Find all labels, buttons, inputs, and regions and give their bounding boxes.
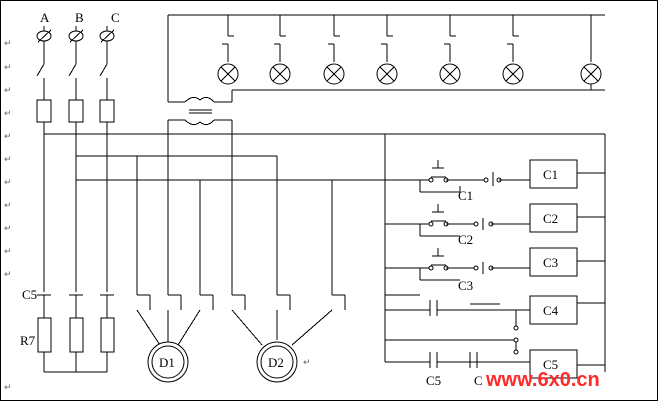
coil-label-c2: C2 (543, 211, 558, 226)
lamp-5 (439, 15, 461, 85)
coil-label-c5: C5 (543, 357, 558, 372)
return-mark: ↵ (4, 247, 12, 257)
control-row-c2 (385, 204, 605, 237)
return-mark: ↵ (4, 63, 12, 73)
motor-d1: D1 (136, 309, 201, 383)
bus-lines (44, 133, 420, 181)
lamp-1 (217, 15, 239, 85)
return-mark: ↵ (4, 86, 12, 96)
contact-label-c1: C1 (458, 188, 473, 203)
return-mark: ↵ (303, 358, 311, 368)
control-row-c1 (419, 160, 605, 193)
lamp-7 (580, 15, 602, 90)
return-mark: ↵ (4, 39, 12, 49)
lamp-2 (269, 15, 291, 85)
phase-label-a: A (40, 10, 50, 25)
watermark: www.6x0.cn (485, 369, 600, 391)
return-mark: ↵ (4, 201, 12, 211)
lamp-6 (502, 15, 524, 85)
return-mark: ↵ (4, 132, 12, 142)
motor-label-d1: D1 (159, 355, 175, 370)
return-mark: ↵ (4, 383, 12, 393)
control-row-c5 (385, 337, 605, 368)
lamp-4 (376, 15, 398, 85)
control-row-c3 (385, 248, 605, 281)
coil-box-c5 (529, 349, 578, 379)
coil-box-c1 (529, 159, 578, 189)
phase-line-c (99, 26, 115, 285)
motor-d2: D2 ↵ (231, 309, 333, 383)
phase-line-b (68, 26, 84, 285)
coil-box-c3 (529, 247, 578, 277)
coil-box-c2 (529, 203, 578, 233)
coil-label-c1: C1 (543, 167, 558, 182)
return-mark: ↵ (4, 155, 12, 165)
phase-label-b: B (75, 10, 84, 25)
lamp-3 (323, 15, 345, 85)
motor-contacts (43, 285, 346, 310)
phase-line-a (36, 26, 52, 285)
motor-feeders (136, 134, 333, 285)
return-mark: ↵ (4, 178, 12, 188)
return-marks: ↵ ↵ ↵ ↵ ↵ ↵ ↵ ↵ ↵ ↵ ↵ ↵ (4, 39, 12, 393)
contact-label-c5-left: C5 (22, 287, 37, 302)
coil-label-c4: C4 (543, 303, 559, 318)
control-row-c4 (385, 294, 605, 331)
control-rails (384, 133, 606, 372)
contact-label-c3: C3 (458, 278, 473, 293)
resistor-bank (37, 294, 115, 373)
return-mark: ↵ (4, 109, 12, 119)
contact-label-c2: C2 (458, 232, 473, 247)
resistor-label-r7: R7 (20, 333, 36, 348)
coil-label-c3: C3 (543, 255, 558, 270)
coil-box-c4 (529, 295, 578, 325)
return-mark: ↵ (4, 224, 12, 234)
bottom-label-c: C (474, 373, 483, 388)
return-mark: ↵ (4, 270, 12, 280)
motor-label-d2: D2 (268, 355, 284, 370)
bottom-label-c5: C5 (426, 373, 441, 388)
phase-label-c: C (111, 10, 120, 25)
